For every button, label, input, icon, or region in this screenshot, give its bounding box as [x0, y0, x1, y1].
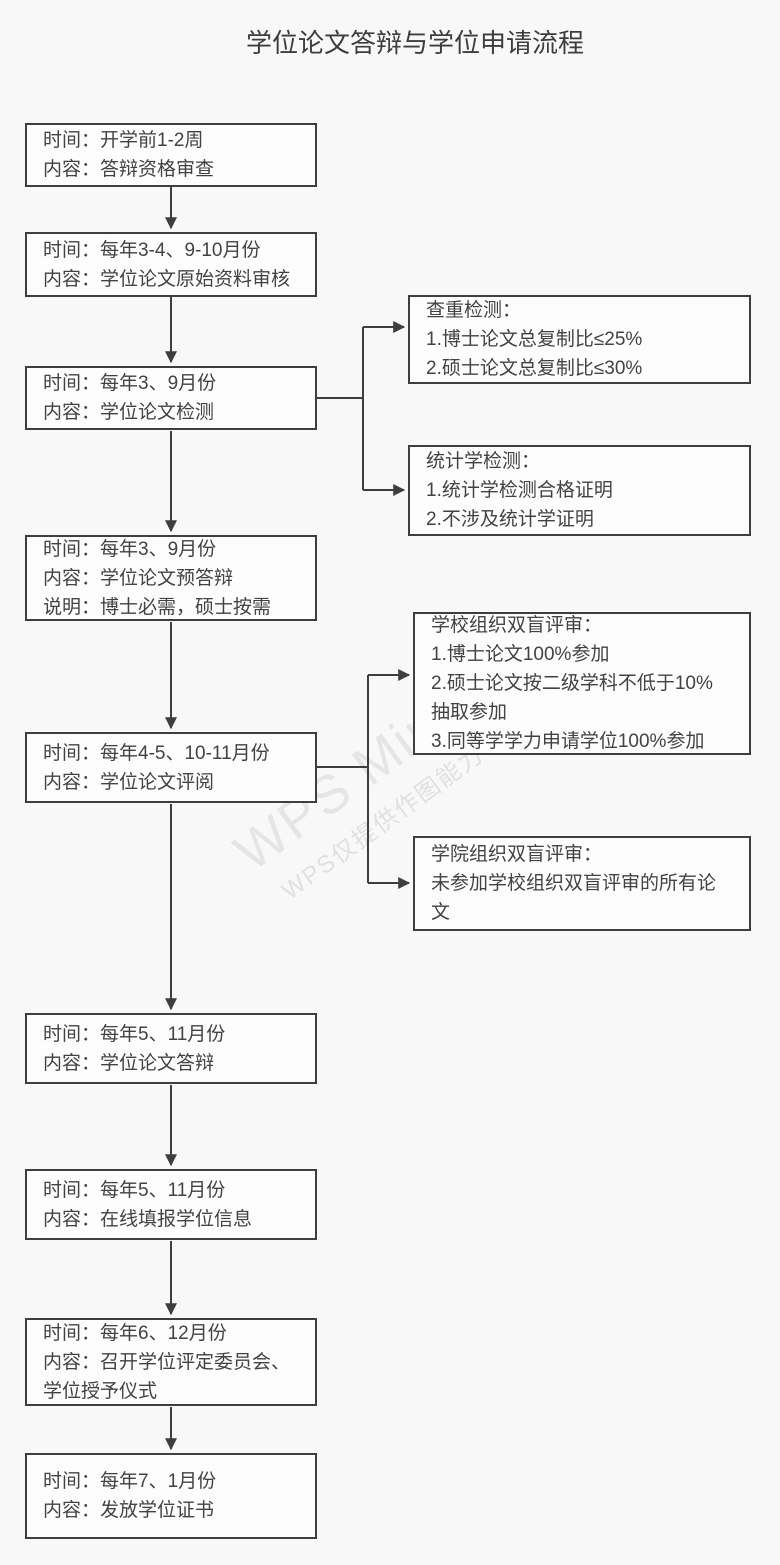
node-line: 1.博士论文100%参加 — [431, 644, 610, 665]
node-line: 内容：学位论文检测 — [43, 402, 215, 423]
node-line: 时间：每年7、1月份 — [43, 1471, 217, 1492]
node-line: 时间：每年3、9月份 — [43, 538, 217, 560]
node-line: 统计学检测： — [426, 451, 541, 472]
node-line: 时间：每年3-4、9-10月份 — [43, 239, 261, 261]
flow-node-degree-committee: 时间：每年6、12月份 内容：召开学位评定委员会、学位授予仪式 — [25, 1318, 317, 1406]
node-line: 学院组织双盲评审： — [431, 844, 603, 865]
node-line: 时间：每年4-5、10-11月份 — [43, 742, 270, 764]
node-line: 学校组织双盲评审： — [431, 615, 603, 636]
node-line: 2.硕士论文按二级学科不低于10%抽取参加 — [431, 673, 713, 723]
node-line: 1.博士论文总复制比≤25% — [426, 329, 643, 350]
node-line: 内容：召开学位评定委员会、学位授予仪式 — [43, 1351, 291, 1402]
flow-node-thesis-review: 时间：每年4-5、10-11月份 内容：学位论文评阅 — [25, 732, 317, 803]
node-line: 内容：学位论文预答辩 — [43, 567, 234, 589]
node-line: 查重检测： — [426, 300, 522, 321]
node-line: 时间：每年3、9月份 — [43, 373, 217, 394]
flow-node-issue-certificate: 时间：每年7、1月份 内容：发放学位证书 — [25, 1453, 317, 1539]
node-line: 内容：学位论文评阅 — [43, 771, 215, 793]
flow-node-thesis-defense: 时间：每年5、11月份 内容：学位论文答辩 — [25, 1013, 317, 1084]
node-line: 内容：学位论文答辩 — [43, 1052, 215, 1074]
node-line: 内容：发放学位证书 — [43, 1500, 215, 1521]
node-line: 3.同等学学力申请学位100%参加 — [431, 731, 705, 752]
node-line: 说明：博士必需，硕士按需 — [43, 596, 272, 618]
page-title-text: 学位论文答辩与学位申请流程 — [245, 28, 584, 58]
flow-node-qualification-review: 时间：开学前1-2周 内容：答辩资格审查 — [25, 123, 317, 187]
node-line: 内容：答辩资格审查 — [43, 159, 215, 180]
flow-node-university-blind-review: 学校组织双盲评审： 1.博士论文100%参加 2.硕士论文按二级学科不低于10%… — [413, 612, 751, 755]
flow-node-plagiarism-check: 查重检测： 1.博士论文总复制比≤25% 2.硕士论文总复制比≤30% — [408, 295, 751, 384]
node-line: 内容：在线填报学位信息 — [43, 1208, 253, 1230]
page-title: 学位论文答辩与学位申请流程 — [0, 26, 780, 60]
node-line: 时间：每年5、11月份 — [43, 1023, 226, 1045]
flow-node-thesis-check: 时间：每年3、9月份 内容：学位论文检测 — [25, 366, 317, 430]
node-line: 2.硕士论文总复制比≤30% — [426, 358, 643, 379]
flow-node-statistics-check: 统计学检测： 1.统计学检测合格证明 2.不涉及统计学证明 — [408, 445, 751, 536]
node-line: 未参加学校组织双盲评审的所有论文 — [431, 873, 717, 923]
flow-node-college-blind-review: 学院组织双盲评审： 未参加学校组织双盲评审的所有论文 — [413, 836, 751, 931]
flow-node-online-degree-info: 时间：每年5、11月份 内容：在线填报学位信息 — [25, 1169, 317, 1240]
node-line: 1.统计学检测合格证明 — [426, 480, 613, 501]
node-line: 时间：每年5、11月份 — [43, 1179, 226, 1201]
node-line: 时间：开学前1-2周 — [43, 130, 204, 151]
flow-node-original-material-review: 时间：每年3-4、9-10月份 内容：学位论文原始资料审核 — [25, 232, 317, 297]
node-line: 2.不涉及统计学证明 — [426, 509, 594, 530]
node-line: 时间：每年6、12月份 — [43, 1322, 227, 1344]
node-line: 内容：学位论文原始资料审核 — [43, 268, 291, 290]
flow-node-pre-defense: 时间：每年3、9月份 内容：学位论文预答辩 说明：博士必需，硕士按需 — [25, 535, 317, 621]
